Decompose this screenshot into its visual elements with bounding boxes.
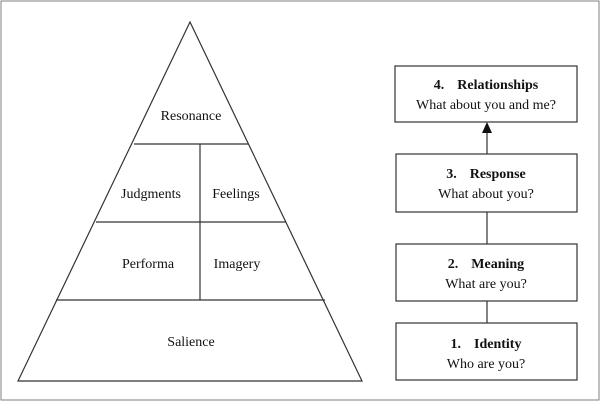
- step-2-question: What are you?: [445, 277, 527, 292]
- svg-text:2. Meaning: 2. Meaning: [448, 255, 524, 272]
- step-box-relationships: 4. Relationships What about you and me?: [394, 65, 578, 123]
- svg-text:1. Identity: 1. Identity: [451, 335, 522, 352]
- step-3-number: 3.: [446, 167, 457, 182]
- step-4-question: What about you and me?: [416, 98, 556, 113]
- svg-text:3. Response: 3. Response: [446, 165, 526, 182]
- svg-text:4. Relationships: 4. Relationships: [434, 76, 539, 93]
- step-box-meaning: 2. Meaning What are you?: [395, 243, 578, 302]
- pyramid-label-resonance: Resonance: [161, 109, 222, 124]
- step-4-number: 4.: [434, 78, 445, 93]
- step-3-question: What about you?: [438, 187, 534, 202]
- step-box-identity: 1. Identity Who are you?: [395, 322, 578, 381]
- step-4-title: Relationships: [457, 78, 538, 93]
- step-1-question: Who are you?: [447, 357, 526, 372]
- pyramid-label-imagery: Imagery: [214, 257, 261, 272]
- step-2-title: Meaning: [471, 257, 524, 272]
- arrowhead-up-icon: [482, 122, 492, 133]
- step-box-response: 3. Response What about you?: [395, 153, 578, 213]
- step-1-title: Identity: [474, 337, 521, 352]
- step-2-number: 2.: [448, 257, 459, 272]
- pyramid-label-feelings: Feelings: [212, 187, 259, 202]
- pyramid-label-judgments: Judgments: [121, 187, 181, 202]
- pyramid-label-salience: Salience: [167, 335, 214, 350]
- pyramid: Resonance Judgments Feelings Performa Im…: [17, 20, 363, 382]
- step-connectors: [482, 122, 492, 323]
- pyramid-label-performa: Performa: [122, 257, 175, 272]
- pyramid-outline: [17, 20, 363, 382]
- step-3-title: Response: [470, 167, 526, 182]
- step-1-number: 1.: [451, 337, 462, 352]
